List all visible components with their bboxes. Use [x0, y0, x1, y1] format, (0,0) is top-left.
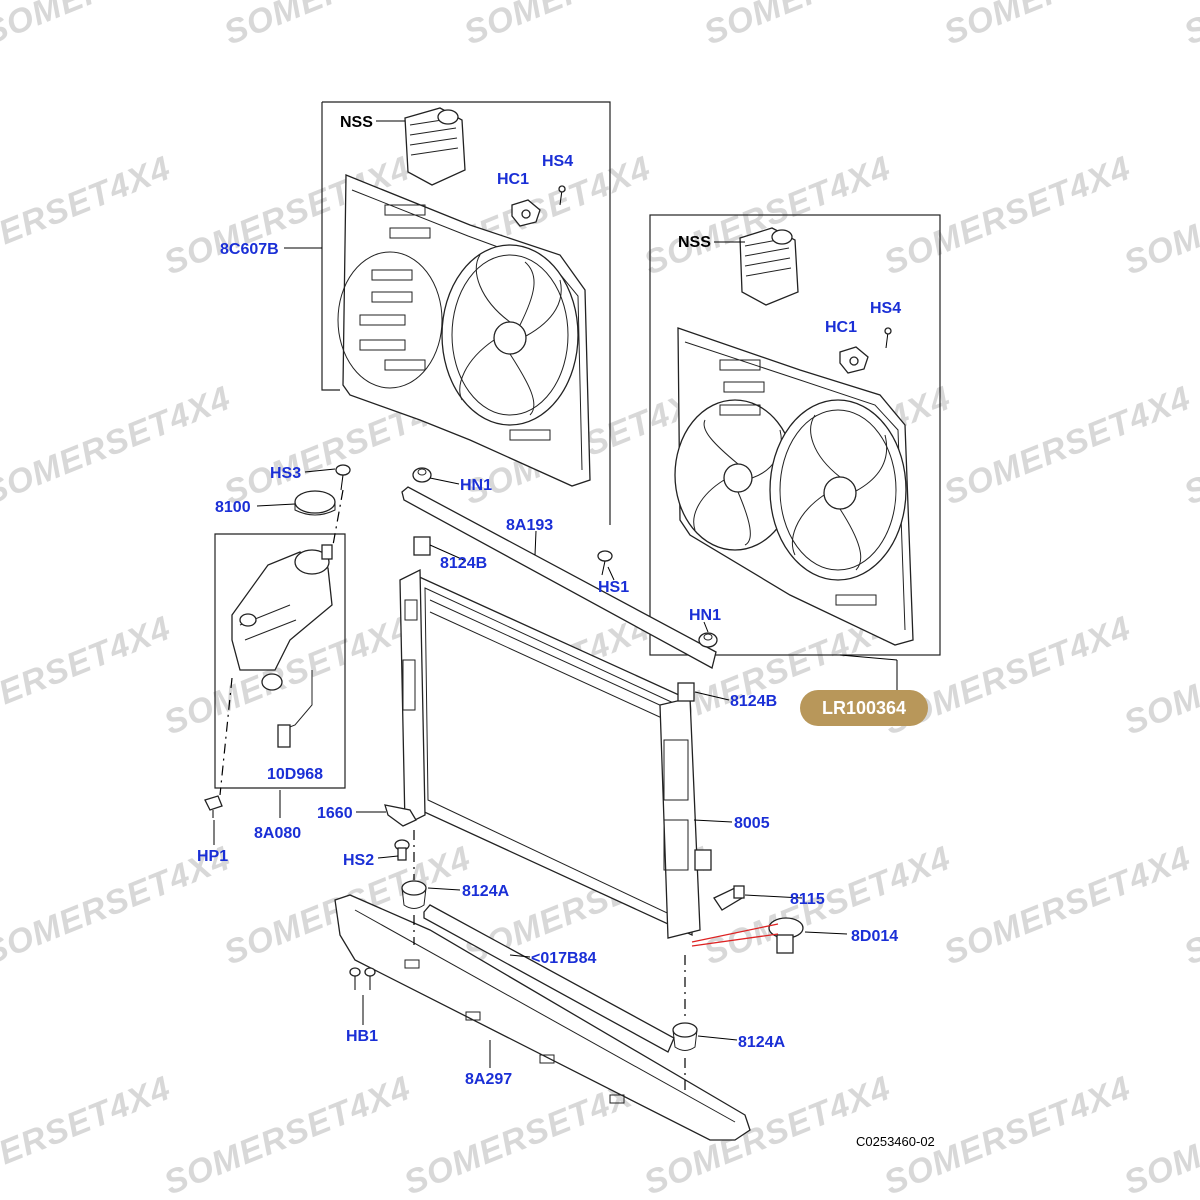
callout-hs2: HS2 — [343, 852, 374, 869]
part-number-badge-text: LR100364 — [822, 698, 906, 718]
screw-hs3 — [335, 464, 351, 491]
callout-017b84: <017B84 — [531, 950, 596, 967]
callout-1660: 1660 — [317, 805, 353, 822]
watermark-text: SOMERSET4X4 — [0, 609, 176, 742]
callout-hc1-top: HC1 — [497, 171, 529, 188]
callout-8a080: 8A080 — [254, 825, 301, 842]
nut-hn1-upper — [412, 467, 432, 483]
part-number-badge-bg — [800, 690, 928, 726]
bracket-1660 — [384, 804, 417, 827]
bolts-hb1 — [349, 967, 376, 990]
pointer-line-a — [691, 923, 779, 943]
callout-8124b-left: 8124B — [440, 555, 487, 572]
callout-8005: 8005 — [734, 815, 770, 832]
callout-8124b-right: 8124B — [730, 693, 777, 710]
callout-8100: 8100 — [215, 499, 251, 516]
watermark-text: SOMERSET4X4 — [1179, 0, 1200, 52]
callout-hs3: HS3 — [270, 465, 301, 482]
diagram-code: C0253460-02 — [856, 1134, 935, 1149]
callout-hn1-top: HN1 — [460, 477, 492, 494]
mount-8124a-bottom — [672, 1022, 698, 1051]
watermark-text: SOMERSET4X4 — [939, 379, 1196, 512]
watermark-text: SOMERSET4X4 — [939, 0, 1196, 52]
pointer-line-b — [691, 933, 779, 947]
watermark-text: SOMERSET4X4 — [1119, 609, 1200, 742]
callout-hs4-right: HS4 — [870, 300, 901, 317]
watermark-text: SOMERSET4X4 — [0, 149, 176, 282]
leader-lines — [213, 120, 848, 1068]
watermark-text: SOMERSET4X4 — [459, 0, 716, 52]
mount-8124b-lower — [677, 682, 695, 702]
watermark-text: SOMERSET4X4 — [699, 839, 956, 972]
callout-hp1: HP1 — [197, 848, 228, 865]
watermark-text: SOMERSET4X4 — [159, 1069, 416, 1200]
callout-8124a-left: 8124A — [462, 883, 510, 900]
expansion-tank-assembly — [214, 533, 346, 789]
callout-nss-top: NSS — [340, 114, 373, 131]
callout-8c607b: 8C607B — [220, 241, 279, 258]
watermark-text: SOMERSET4X4 — [0, 1069, 176, 1200]
callout-nss-right: NSS — [678, 234, 711, 251]
drain-plug-8d014 — [768, 917, 804, 954]
watermark-text: SOMERSET4X4 — [0, 0, 236, 52]
bolt-hs2 — [394, 839, 410, 861]
fan-shroud-upper-assembly — [321, 101, 611, 525]
fan-shroud-right-assembly — [649, 214, 941, 690]
filler-cap — [294, 490, 336, 516]
part-number-badge[interactable]: LR100364 — [800, 690, 928, 726]
watermark-text: SOMERSET4X4 — [939, 839, 1196, 972]
callout-8d014: 8D014 — [851, 928, 898, 945]
callout-8115: 8115 — [790, 891, 825, 908]
sensor-8115 — [713, 885, 745, 911]
mount-8124a-left — [401, 880, 427, 909]
callout-hn1-right: HN1 — [689, 607, 721, 624]
callout-8a297: 8A297 — [465, 1071, 512, 1088]
screw-hs1 — [597, 550, 613, 576]
callout-labels: NSS HS4 HC1 8C607B NSS HS4 HC1 HS3 8100 … — [197, 114, 901, 1088]
watermark-text: SOMERSET4X4 — [1119, 149, 1200, 282]
watermark-text: SOMERSET4X4 — [1119, 1069, 1200, 1200]
callout-8a193: 8A193 — [506, 517, 553, 534]
callout-8124a-bottom: 8124A — [738, 1034, 786, 1051]
mount-8124b-upper — [413, 536, 431, 556]
callout-hb1: HB1 — [346, 1028, 378, 1045]
watermark-text: SOMERSET4X4 — [219, 0, 476, 52]
pin-hp1 — [204, 795, 223, 818]
undertray-8a297 — [334, 894, 751, 1141]
callout-hs4-top: HS4 — [542, 153, 573, 170]
lower-seal-strip — [423, 904, 675, 1053]
top-seal-strip — [401, 486, 717, 669]
watermark-text: SOMERSET4X4 — [0, 379, 236, 512]
watermark-text: SOMERSET4X4 — [879, 149, 1136, 282]
centerline-hs3 — [332, 489, 344, 546]
radiator — [399, 568, 712, 939]
callout-hc1-right: HC1 — [825, 319, 857, 336]
callout-10d968: 10D968 — [267, 766, 323, 783]
callout-hs1: HS1 — [598, 579, 629, 596]
nut-hn1-lower — [698, 632, 718, 648]
watermark-text: SOMERSET4X4 — [699, 0, 956, 52]
